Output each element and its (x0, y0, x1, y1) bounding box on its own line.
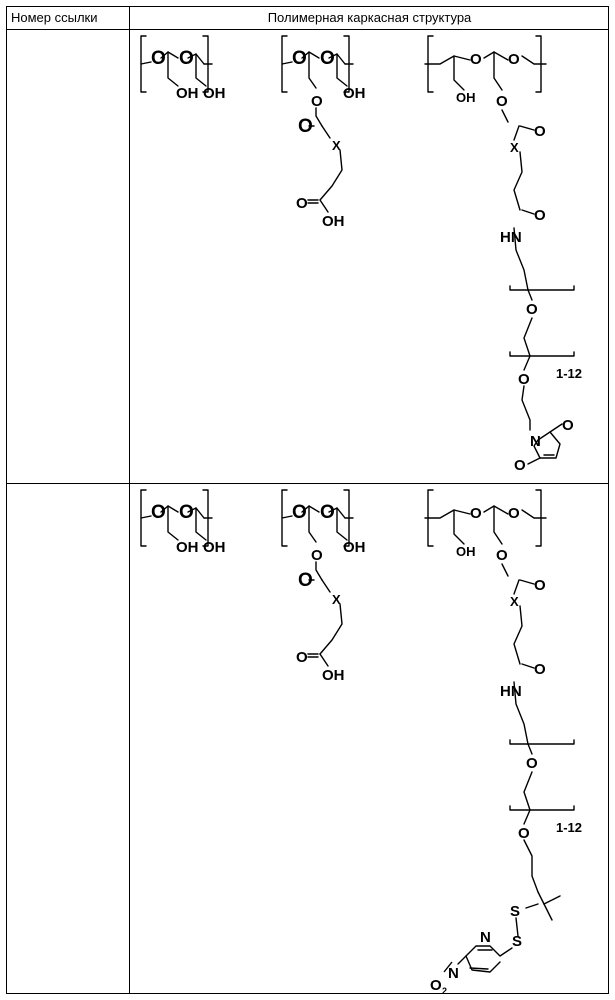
atom-o: O (311, 547, 323, 564)
atom-o: O (320, 502, 335, 523)
atom-oh: OH (176, 539, 199, 556)
atom-o: O (496, 547, 508, 564)
atom-o: O (296, 649, 308, 666)
atom-oh: OH (322, 667, 345, 684)
atom-o: O (534, 577, 546, 594)
atom-oh: OH (343, 539, 366, 556)
atom-x: X (510, 594, 519, 609)
atom-o: O (298, 570, 313, 591)
atom-s: S (512, 933, 522, 950)
atom-hn: HN (500, 683, 522, 700)
atom-s: S (510, 903, 520, 920)
atom-o: O (470, 505, 482, 522)
repeat-count: 1-12 (556, 820, 582, 835)
atom-n: N (480, 929, 491, 946)
atom-o: O (179, 502, 194, 523)
atom-x: X (332, 592, 341, 607)
atom-o: O (430, 977, 442, 994)
atom-o: O (292, 502, 307, 523)
atom-n: N (448, 965, 459, 982)
atom-o: O (534, 661, 546, 678)
atom-o: O (526, 755, 538, 772)
atom-oh: OH (456, 544, 476, 559)
atom-oh: OH (203, 539, 226, 556)
subscript-2: 2 (442, 986, 447, 996)
atom-o: O (518, 825, 530, 842)
atom-o: O (508, 505, 520, 522)
atom-o: O (151, 502, 166, 523)
